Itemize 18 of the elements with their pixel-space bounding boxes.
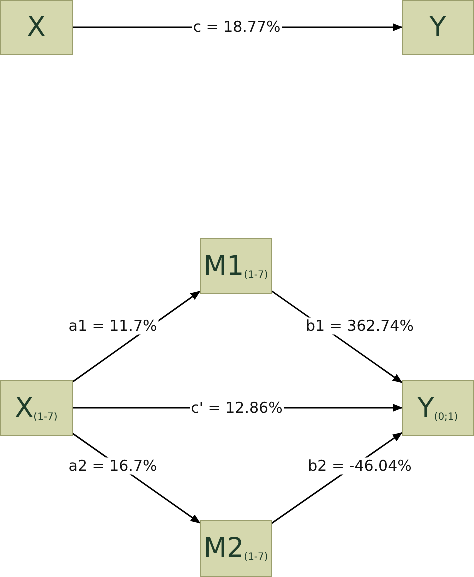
node-label: X$_{(1-7)}$ [15, 392, 58, 424]
variable-box [200, 520, 272, 577]
edge-label: c = 18.77% [192, 18, 282, 36]
variable-box [200, 238, 272, 294]
node-label: Y$_{(0;1)}$ [418, 392, 458, 424]
edge-label: a2 = 16.7% [68, 458, 158, 474]
edge-label: b2 = -46.04% [307, 458, 413, 474]
edge-label: a1 = 11.7% [68, 318, 158, 334]
edge-label: c' = 12.86% [190, 400, 284, 416]
node-label: Y [430, 12, 446, 43]
variable-box [0, 0, 73, 55]
variable-box [402, 380, 474, 436]
edge-label: b1 = 362.74% [305, 318, 415, 334]
variable-box [0, 380, 73, 436]
variable-box [402, 0, 474, 55]
node-label: X [27, 12, 46, 43]
node-label: M2$_{(1-7)}$ [204, 533, 268, 564]
node-label: M1$_{(1-7)}$ [204, 250, 268, 282]
